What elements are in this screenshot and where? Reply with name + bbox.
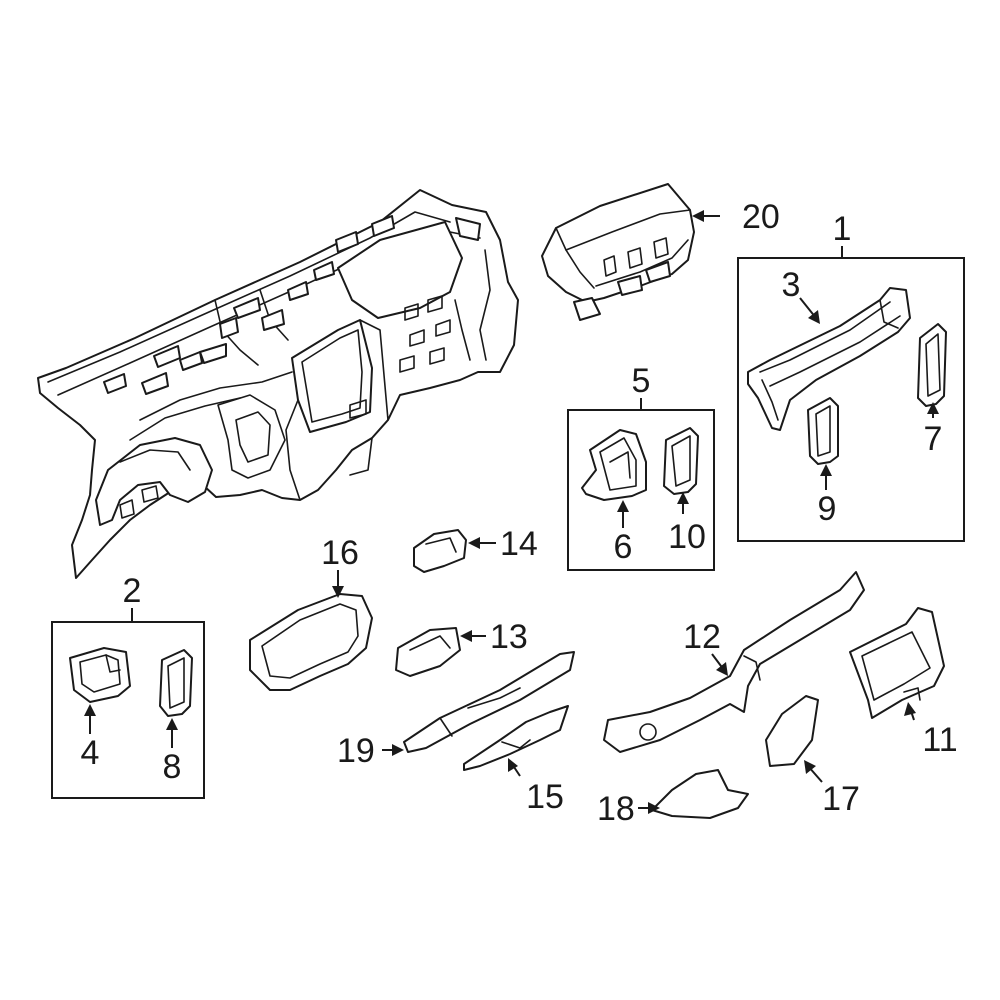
callout-8: 8 (163, 748, 182, 786)
dashboard-frame (37, 189, 519, 579)
callout-12: 12 (683, 618, 721, 656)
arrowhead-8 (166, 718, 178, 730)
callout-4: 4 (81, 734, 100, 772)
callout-10: 10 (668, 518, 706, 556)
part-7-vent-bezel (917, 323, 947, 407)
callout-17: 17 (822, 780, 860, 818)
part-14-bracket (413, 529, 467, 573)
part-19-bolster-panel (403, 651, 575, 753)
callout-19: 19 (337, 732, 375, 770)
callout-14: 14 (500, 525, 538, 563)
arrowhead-17 (804, 760, 816, 774)
part-11-display-frame (849, 607, 945, 719)
callout-18: 18 (597, 790, 635, 828)
part-2-group-box (51, 621, 205, 799)
callout-16: 16 (321, 534, 359, 572)
part-13-switch-bracket (395, 627, 461, 677)
arrowhead-19 (392, 744, 404, 756)
callout-20: 20 (742, 198, 780, 236)
callout-6: 6 (614, 528, 633, 566)
arrowhead-15 (508, 758, 518, 772)
arrowhead-4 (84, 704, 96, 716)
arrowhead-14 (468, 537, 480, 549)
arrowhead-16 (332, 586, 344, 598)
part-20-airbag-module (541, 183, 695, 321)
callout-5: 5 (632, 362, 651, 400)
part-9-vent-bezel (807, 397, 839, 465)
callout-1: 1 (833, 210, 852, 248)
arrowhead-3 (808, 310, 820, 324)
callout-9: 9 (818, 490, 837, 528)
callout-3: 3 (782, 266, 801, 304)
part-12-console-panel (603, 571, 865, 753)
part-10-vent-bezel (663, 427, 699, 495)
part-6-vent-housing (581, 429, 647, 501)
arrowhead-18 (648, 802, 660, 814)
part-8-vent-bezel (159, 649, 193, 717)
arrowhead-12 (716, 662, 728, 676)
callout-2: 2 (123, 572, 142, 610)
part-17-trim-piece (765, 695, 819, 767)
part-18-side-trim (651, 769, 749, 819)
callout-7: 7 (924, 420, 943, 458)
part-4-vent-housing (69, 647, 131, 703)
arrowhead-10 (677, 492, 689, 504)
part-15-bracket (463, 705, 569, 771)
arrowhead-13 (460, 630, 472, 642)
arrowhead-9 (820, 464, 832, 476)
part-16-cluster-bezel (249, 593, 373, 691)
arrowhead-6 (617, 500, 629, 512)
part-1-group-box (737, 257, 965, 542)
arrowhead-20 (692, 210, 704, 222)
part-3-panel-trim (747, 287, 911, 431)
callout-13: 13 (490, 618, 528, 656)
callout-15: 15 (526, 778, 564, 816)
arrowhead-7 (927, 402, 939, 414)
callout-11: 11 (922, 721, 957, 759)
arrowhead-11 (904, 702, 916, 716)
